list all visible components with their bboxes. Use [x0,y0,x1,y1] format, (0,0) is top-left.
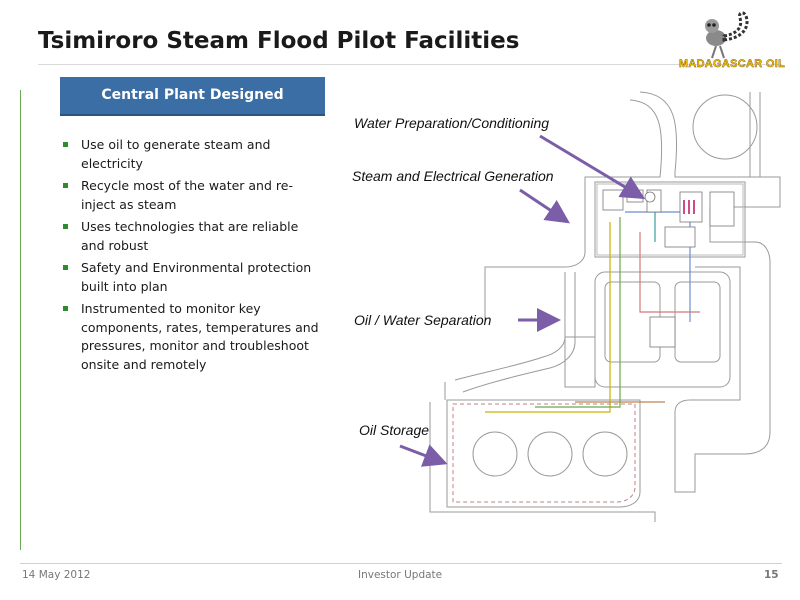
facility-plan-drawing [429,91,781,522]
callout-water-preparation: Water Preparation/Conditioning [354,115,550,131]
logo-text: MADAGASCAR OIL [678,58,786,70]
footer-date: 14 May 2012 [22,569,91,581]
company-logo: MADAGASCAR OIL [672,8,792,74]
bullet-item: Recycle most of the water and re-inject … [62,177,324,214]
bullet-item: Safety and Environmental protection buil… [62,259,324,296]
section-header-box: Central Plant Designed [60,77,325,116]
page-number: 15 [764,569,779,581]
section-header-label: Central Plant Designed [101,87,284,103]
left-accent-line [20,90,21,550]
callout-oil-water-separation: Oil / Water Separation [354,312,492,328]
footer-title: Investor Update [358,569,443,581]
bullet-item: Instrumented to monitor key components, … [62,300,324,374]
callout-oil-storage: Oil Storage [359,422,430,438]
lemur-icon [705,11,749,59]
page-title: Tsimiroro Steam Flood Pilot Facilities [38,28,520,54]
title-divider [38,64,782,65]
callout-steam-electrical: Steam and Electrical Generation [352,168,554,184]
bullet-list: Use oil to generate steam and electricit… [62,136,324,378]
footer-divider [20,563,782,564]
bullet-item: Uses technologies that are reliable and … [62,218,324,255]
bullet-item: Use oil to generate steam and electricit… [62,136,324,173]
